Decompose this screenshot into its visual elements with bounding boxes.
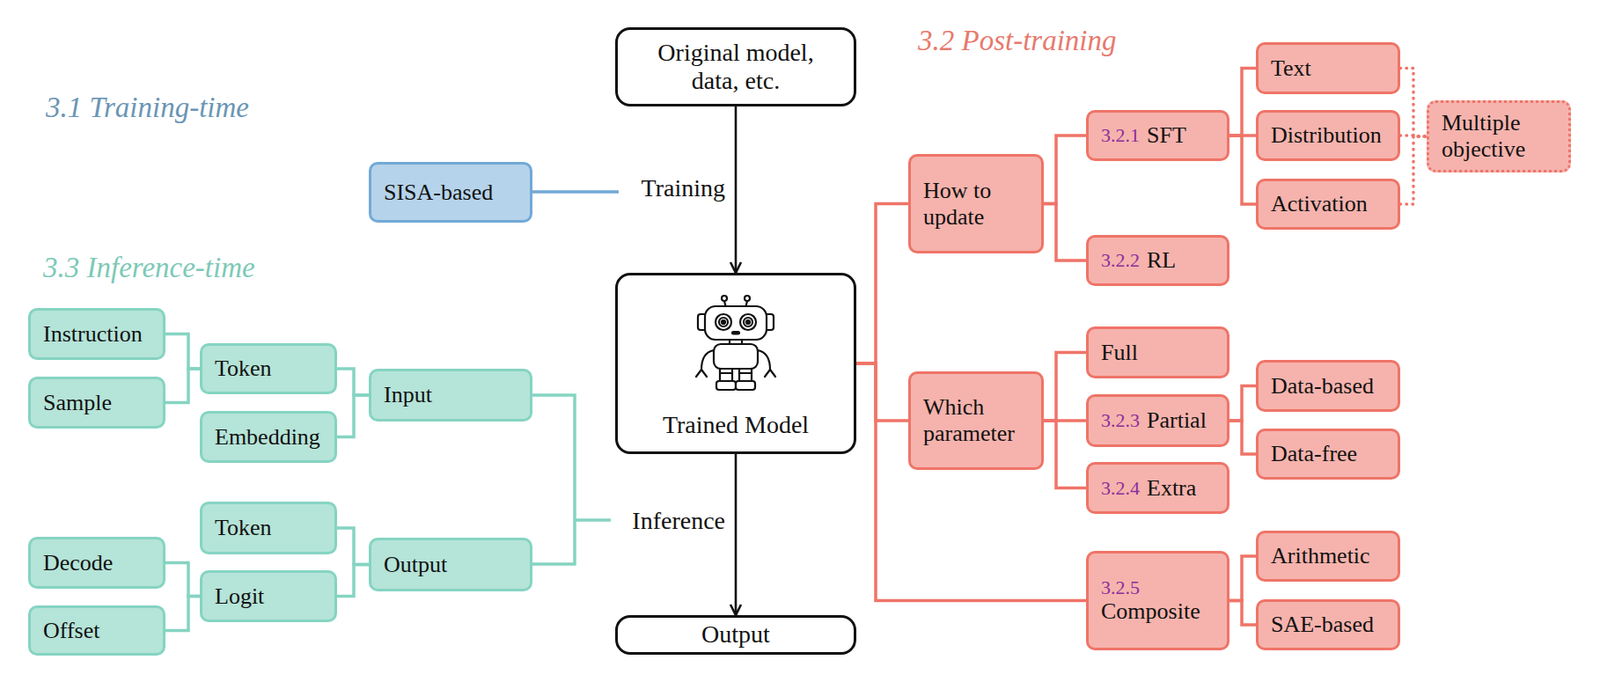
section-title: 3.1 Training-time <box>45 91 250 125</box>
node-label: Which parameter <box>923 394 1022 448</box>
node-label: Trained Model <box>662 411 809 440</box>
node-label: Activation <box>1270 190 1368 218</box>
tree-connector <box>337 565 369 597</box>
node-label: Logit <box>214 583 265 610</box>
node-label: Arithmetic <box>1270 543 1371 570</box>
category-box: Offset <box>28 605 166 656</box>
section-number: 3.2.2 <box>1100 249 1140 272</box>
category-box: Data-free <box>1255 428 1401 480</box>
category-box: SAE-based <box>1255 599 1401 651</box>
node-label: Decode <box>43 550 113 577</box>
category-box: How to update <box>908 154 1044 254</box>
tree-connector <box>1229 386 1256 422</box>
tree-connector <box>856 363 1087 602</box>
tree-connector <box>1229 601 1256 626</box>
leader-bracket <box>532 395 611 565</box>
node-label: Token <box>214 355 272 382</box>
tree-connector <box>1229 135 1256 205</box>
node-label: RL <box>1146 247 1176 274</box>
category-box: Instruction <box>28 308 166 360</box>
category-box: Token <box>199 501 338 555</box>
tree-connector <box>1043 204 1087 262</box>
flow-arrow <box>734 454 738 616</box>
node-label: SISA-based <box>383 179 493 206</box>
category-box: 3.2.3 Partial <box>1086 394 1230 448</box>
dotted-connector <box>1400 68 1427 138</box>
node-label: Multiple objective <box>1441 110 1548 163</box>
node-label: SAE-based <box>1270 611 1374 639</box>
node-label: Token <box>214 514 272 542</box>
section-number: 3.2.3 <box>1100 409 1140 432</box>
section-number: 3.2.1 <box>1100 124 1140 147</box>
category-box: Distribution <box>1255 110 1401 162</box>
section-number: 3.2.4 <box>1100 477 1140 500</box>
node-label: Distribution <box>1270 122 1382 149</box>
tree-connector <box>165 563 200 597</box>
tree-connector <box>856 363 909 421</box>
node-label: Output <box>383 551 448 579</box>
node-label: Embedding <box>214 424 321 451</box>
node-label: Composite <box>1100 598 1201 625</box>
node-label: Text <box>1270 55 1312 82</box>
category-box: 3.2.1 SFT <box>1086 110 1230 162</box>
node-label: Original model, data, etc. <box>641 38 831 96</box>
category-box: Embedding <box>199 411 338 463</box>
category-box: Output <box>368 537 533 592</box>
tree-connector <box>1043 135 1087 205</box>
tree-connector <box>1229 420 1256 455</box>
category-box: Sample <box>28 376 166 429</box>
node-label: Full <box>1100 339 1138 367</box>
tree-connector <box>165 368 200 404</box>
node-label: SFT <box>1146 122 1187 149</box>
category-box: Activation <box>1255 178 1401 230</box>
node-label: Input <box>383 381 433 409</box>
tree-connector <box>337 528 369 566</box>
tree-connector <box>165 334 200 370</box>
category-box: 3.2.4 Extra <box>1086 462 1230 514</box>
node-label: Data-based <box>1270 373 1374 400</box>
category-box: 3.2.5Composite <box>1086 550 1230 651</box>
category-box: Data-based <box>1255 359 1401 412</box>
tree-connector <box>337 368 369 396</box>
flow-arrow <box>734 106 738 273</box>
category-box: 3.2.2 RL <box>1086 234 1230 287</box>
category-box: Input <box>368 368 533 422</box>
section-title: 3.2 Post-training <box>917 24 1117 58</box>
edge-label: Training <box>641 174 726 203</box>
leader-line <box>532 190 619 194</box>
node-label: Partial <box>1146 407 1207 434</box>
category-box: Which parameter <box>908 371 1044 470</box>
tree-connector <box>1229 68 1256 137</box>
node-label: Instruction <box>43 321 143 348</box>
tree-connector <box>856 204 909 365</box>
tree-connector <box>337 395 369 438</box>
tree-connector <box>1043 352 1087 422</box>
node-label: How to update <box>923 177 1012 231</box>
dotted-connector <box>1400 136 1427 205</box>
node-label: Data-free <box>1270 440 1358 468</box>
stage-box: Output <box>615 615 857 655</box>
category-box: Logit <box>199 570 338 623</box>
method-box: SISA-based <box>368 161 533 223</box>
node-label: Sample <box>43 389 112 417</box>
category-box: Arithmetic <box>1255 530 1401 582</box>
node-label: Extra <box>1146 475 1197 502</box>
objective-box: Multiple objective <box>1426 100 1571 173</box>
tree-connector <box>165 596 200 632</box>
category-box: Decode <box>28 536 166 589</box>
section-number: 3.2.5 <box>1100 576 1140 599</box>
node-label: Output <box>701 620 771 649</box>
edge-label: Inference <box>631 506 726 536</box>
section-title: 3.3 Inference-time <box>43 251 256 285</box>
category-box: Text <box>1255 42 1401 95</box>
tree-connector <box>1229 556 1256 602</box>
tree-connector <box>1043 420 1087 489</box>
category-box: Full <box>1086 326 1230 379</box>
category-box: Token <box>199 343 338 395</box>
robot-illustration <box>687 293 785 402</box>
node-label: Offset <box>43 617 101 645</box>
stage-box: Original model, data, etc. <box>615 27 857 107</box>
